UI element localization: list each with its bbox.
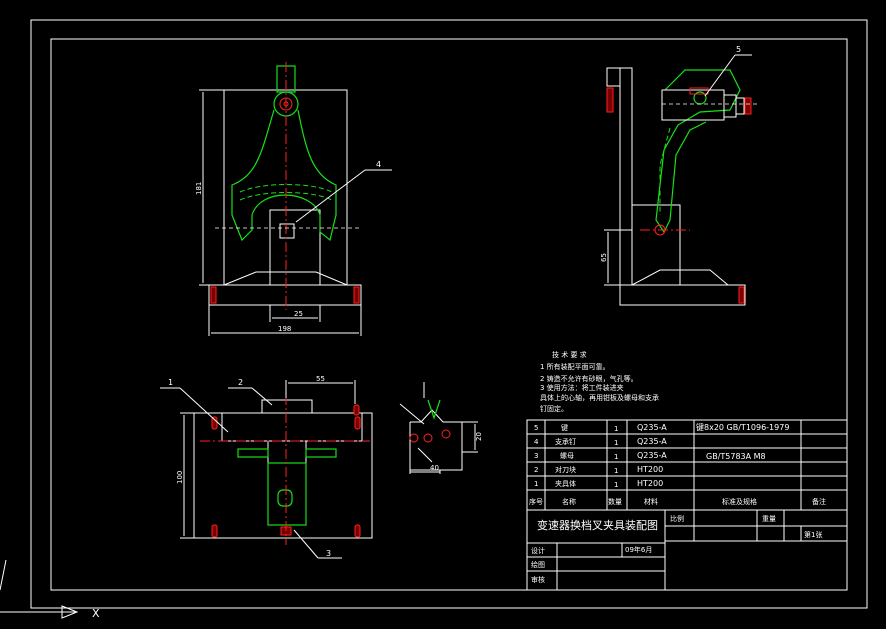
bom-row-1-no: 1 (534, 480, 538, 488)
dim-top-height: 100 (176, 471, 184, 484)
tech-req-line-1: 1 所有装配平面可靠。 (540, 362, 610, 371)
callout-3: 3 (326, 549, 331, 558)
bom-header-no: 序号 (529, 497, 543, 506)
bom-header-mat: 材料 (644, 497, 658, 506)
dim-front-height: 181 (195, 182, 203, 195)
top-view[interactable]: 100 55 1 2 3 (160, 375, 373, 559)
bom-row-1-qty: 1 (614, 481, 618, 489)
bom-header-note: 备注 (812, 497, 826, 506)
bom-table: 5 键 1 Q235-A 键8x20 GB/T1096-1979 4 支承钉 1… (526, 419, 848, 511)
draw-label: 绘图 (531, 560, 545, 569)
bom-row-1-mat: HT200 (637, 479, 663, 488)
bom-row-3-mat: Q235-A (637, 451, 667, 460)
dim-front-inner: 25 (294, 310, 303, 318)
check-label: 审核 (531, 575, 545, 584)
dim-detail-height: 20 (475, 432, 483, 441)
sheet-label: 第1张 (804, 530, 822, 539)
bom-row-2-mat: HT200 (637, 465, 663, 474)
bom-row-3-std: GB/T5783A M8 (706, 452, 766, 461)
technical-requirements: 技 术 要 求 1 所有装配平面可靠。 2 铸造不允许有砂眼，气孔等。 3 使用… (540, 350, 659, 413)
bom-row-2-name: 对刀块 (555, 465, 576, 474)
dim-side-height: 65 (600, 253, 608, 262)
front-view[interactable]: 181 198 25 4 (195, 62, 392, 336)
bom-row-4-qty: 1 (614, 439, 618, 447)
bom-row-5-std: 键8x20 GB/T1096-1979 (696, 422, 789, 432)
bom-row-5-no: 5 (534, 424, 538, 432)
bom-row-5-name: 键 (561, 423, 568, 432)
bom-header-std: 标准及规格 (722, 497, 757, 506)
bom-row-3-qty: 1 (614, 453, 618, 461)
bom-row-3-no: 3 (534, 452, 538, 460)
drawing-title: 变速器换档叉夹具装配图 (537, 518, 658, 532)
bom-row-5-qty: 1 (614, 425, 618, 433)
dim-front-width: 198 (278, 325, 291, 333)
tech-req-line-2: 2 铸造不允许有砂眼，气孔等。 (540, 374, 638, 383)
callout-4: 4 (376, 160, 381, 169)
bom-row-1-name: 夹具体 (555, 479, 576, 488)
side-view[interactable]: 65 5 (600, 45, 760, 306)
bom-header-name: 名称 (562, 497, 576, 506)
callout-2: 2 (238, 378, 243, 387)
dim-top-width: 55 (316, 375, 325, 383)
weight-label: 重量 (762, 515, 776, 523)
bom-row-2-qty: 1 (614, 467, 618, 475)
ucs-x-label: X (92, 607, 100, 620)
tech-req-line-3: 3 使用方法：将工件装进夹 (540, 383, 624, 392)
sheet-border (30, 19, 868, 609)
tech-req-line-5: 钉固定。 (540, 404, 568, 413)
ucs-icon: X (0, 559, 100, 620)
scale-label: 比例 (670, 514, 684, 523)
bom-row-5-mat: Q235-A (637, 423, 667, 432)
design-date: 09年6月 (625, 545, 652, 554)
title-block: 变速器换档叉夹具装配图 比例 重量 第1张 设计 09年6月 绘图 审核 (526, 509, 848, 591)
bom-row-4-name: 支承钉 (555, 437, 576, 446)
tech-req-line-4: 具体上的心轴，再用钳板及螺母和支承 (540, 393, 659, 402)
bom-row-2-no: 2 (534, 466, 538, 474)
detail-view[interactable]: 20 40 (399, 382, 483, 474)
bom-row-3-name: 螺母 (560, 451, 574, 460)
callout-5: 5 (736, 45, 741, 54)
bom-row-4-mat: Q235-A (637, 437, 667, 446)
bom-row-4-no: 4 (534, 438, 539, 446)
tech-req-heading: 技 术 要 求 (552, 350, 587, 359)
dim-detail-width: 40 (430, 464, 439, 472)
callout-1: 1 (168, 378, 173, 387)
bom-header-qty: 数量 (608, 497, 622, 506)
design-label: 设计 (531, 546, 545, 555)
